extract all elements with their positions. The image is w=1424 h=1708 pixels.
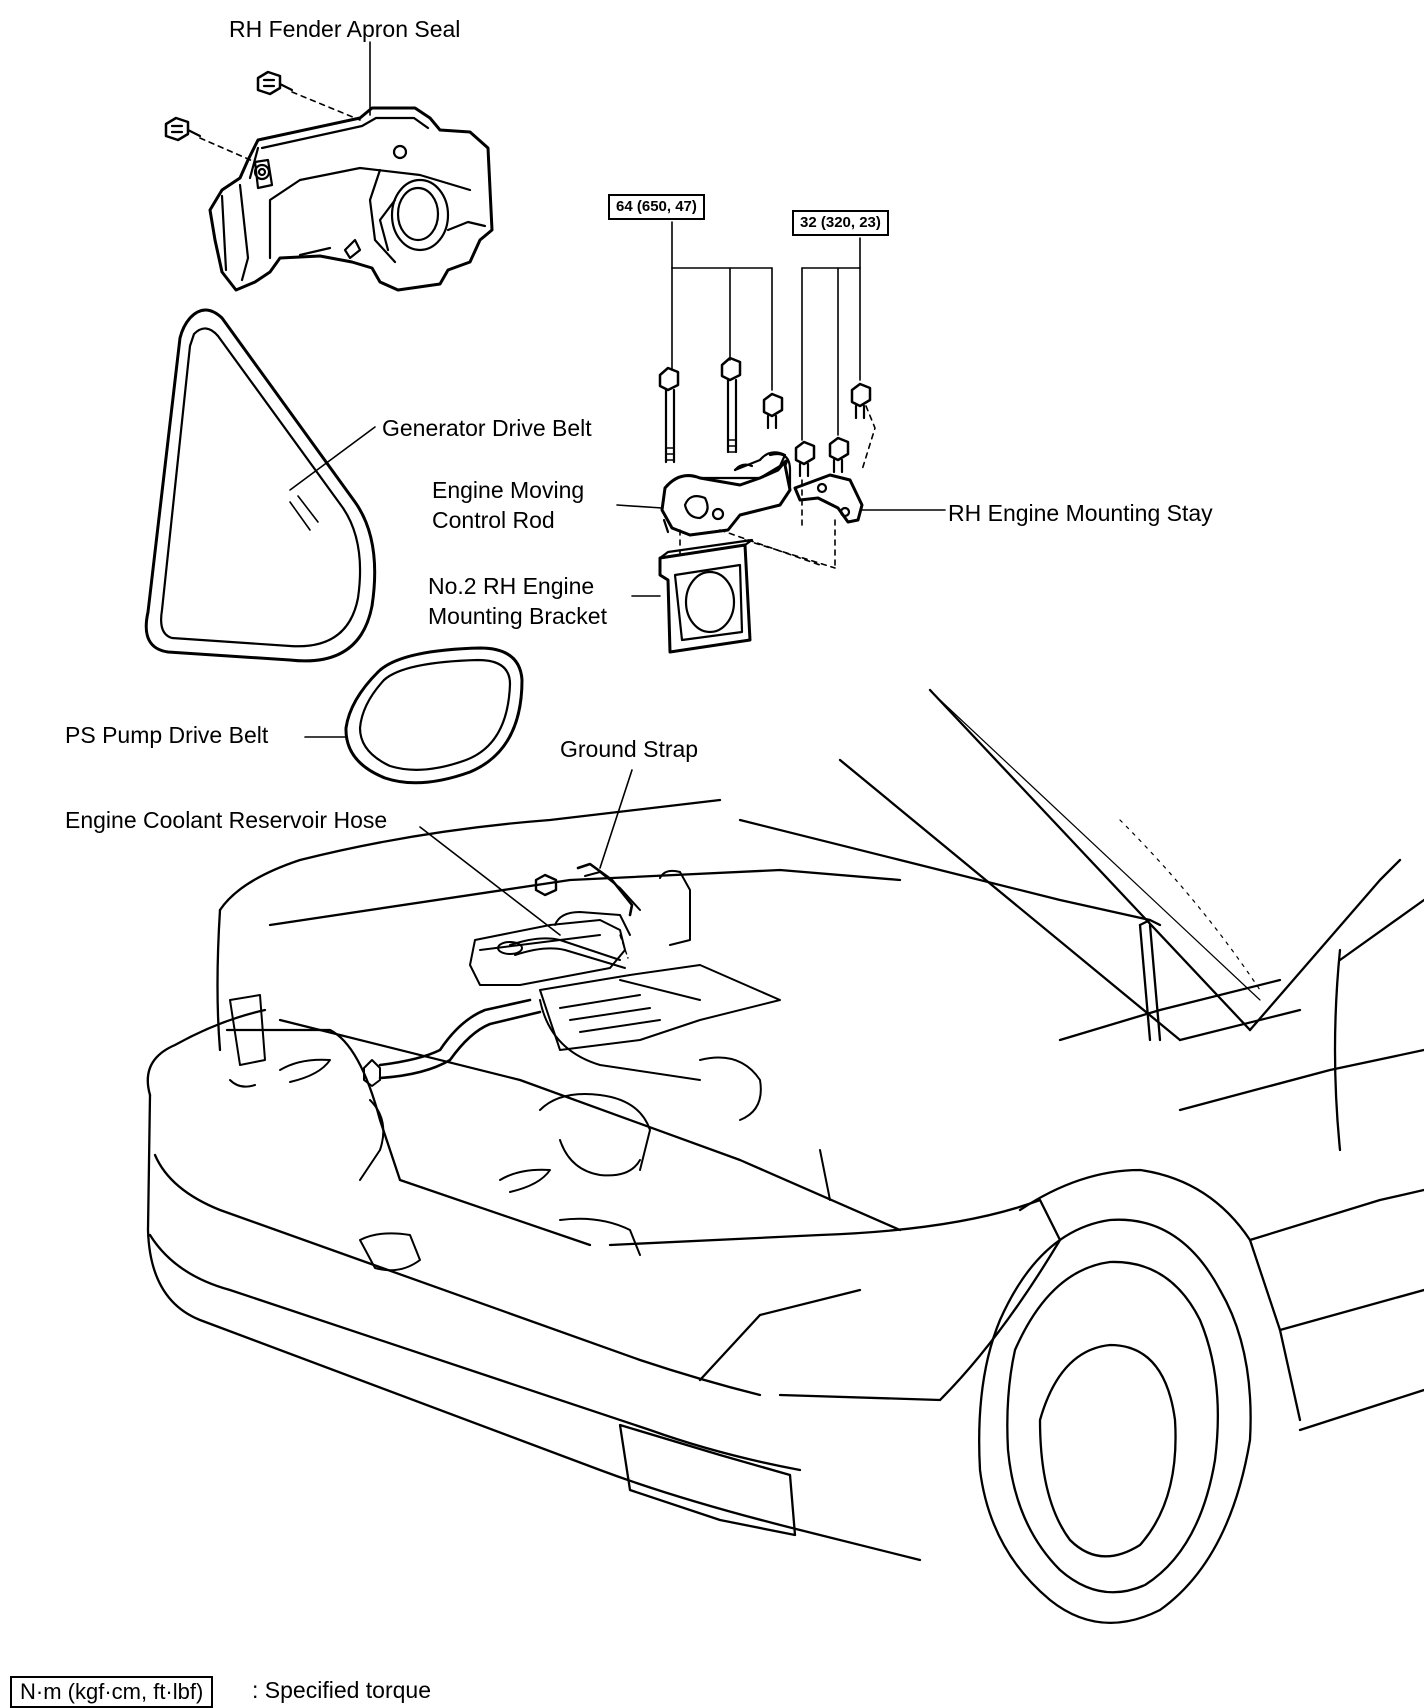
label-rh-engine-mounting-stay: RH Engine Mounting Stay: [948, 500, 1213, 526]
fender-bolt-leader-2: [199, 137, 256, 163]
label-ground-strap: Ground Strap: [560, 736, 699, 762]
ground-strap-part: [534, 862, 641, 917]
no2-mounting-bracket-part: [658, 538, 754, 654]
vehicle-body: [146, 688, 1424, 1624]
long-bolt-1: [658, 366, 680, 464]
long-bolt-2: [720, 356, 742, 454]
fender-bolt-leader-1: [291, 91, 361, 121]
control-rod-leader: [616, 504, 663, 509]
bracket-dashed-lines: [679, 479, 836, 569]
label-ps-pump-drive-belt: PS Pump Drive Belt: [65, 722, 269, 748]
torque-spec-32: 32 (320, 23): [792, 210, 889, 236]
fender-apron-seal-part: [208, 106, 494, 292]
rh-engine-mounting-stay-part: [793, 473, 864, 524]
legend-torque-description: : Specified torque: [252, 1677, 432, 1703]
label-no2-rh-engine-mounting-bracket: No.2 RH Engine Mounting Bracket: [428, 573, 607, 629]
bolt-dashed-leader-1: [861, 405, 876, 471]
torque-64-leaders: [671, 221, 773, 391]
label-engine-coolant-reservoir-hose: Engine Coolant Reservoir Hose: [65, 807, 388, 833]
label-engine-moving-control-rod: Engine Moving Control Rod: [432, 477, 585, 533]
torque-32-leaders: [801, 237, 861, 441]
torque-spec-64: 64 (650, 47): [608, 194, 705, 220]
coolant-hose-detail: [509, 934, 629, 969]
generator-belt-leader: [289, 426, 376, 491]
short-bolt-4: [828, 436, 850, 474]
fender-seal-bolt-2: [164, 116, 202, 142]
generator-drive-belt-part: [144, 308, 377, 663]
short-bolt-3: [794, 440, 816, 478]
fender-seal-bolt-1: [256, 70, 294, 96]
label-generator-drive-belt: Generator Drive Belt: [382, 415, 592, 441]
engine-components: [229, 869, 831, 1272]
ground-strap-leader: [599, 769, 633, 869]
label-rh-fender-apron-seal: RH Fender Apron Seal: [229, 16, 461, 42]
short-bolt-2: [850, 382, 872, 420]
coolant-hose-leader: [419, 826, 561, 936]
engine-moving-control-rod-part: [660, 451, 792, 537]
ps-pump-drive-belt-part: [344, 646, 524, 785]
short-bolt-1: [762, 392, 784, 430]
legend-torque-unit-box: N·m (kgf·cm, ft·lbf): [10, 1676, 214, 1708]
